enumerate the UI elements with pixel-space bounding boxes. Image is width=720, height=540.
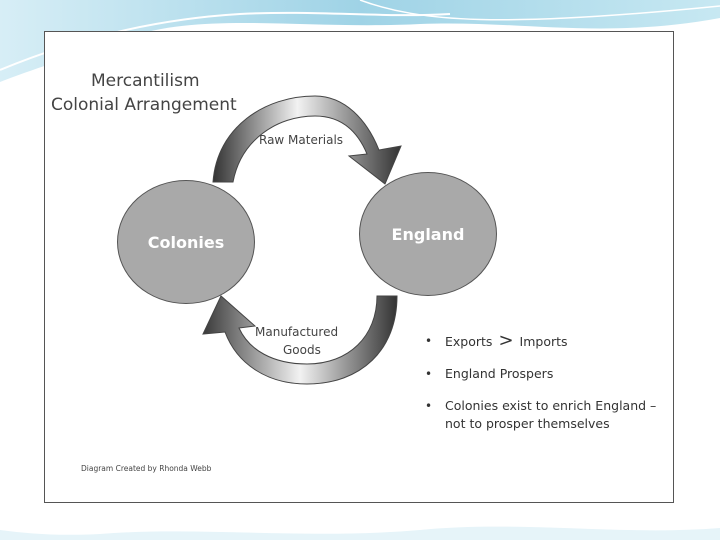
node-england-label: England <box>391 224 465 244</box>
diagram-credit: Diagram Created by Rhonda Webb <box>81 464 212 473</box>
node-england: England <box>359 172 497 296</box>
bullet-exports-imports: • Exports > Imports <box>423 332 663 351</box>
bullet-exports: Exports <box>445 334 493 349</box>
diagram-title-line2: Colonial Arrangement <box>51 95 237 115</box>
edge-label-raw-materials: Raw Materials <box>259 133 344 147</box>
bullet-list: • Exports > Imports • England Prospers • C… <box>423 332 663 447</box>
diagram-frame: Mercantilism Colonial Arrangement Raw Ma… <box>44 31 674 503</box>
node-colonies: Colonies <box>117 180 255 304</box>
bullet-imports: Imports <box>519 334 568 349</box>
bullet-icon: • <box>425 367 433 381</box>
node-colonies-label: Colonies <box>147 232 225 252</box>
bullet-colonies-exist: • Colonies exist to enrich England – not… <box>423 397 663 433</box>
bullet-england-prospers: • England Prospers <box>423 365 663 383</box>
bullet-icon: • <box>425 334 433 348</box>
bullet-icon: • <box>425 399 433 413</box>
greater-than-symbol: > <box>498 330 514 351</box>
arrow-raw-materials <box>212 95 402 185</box>
diagram-title-line1: Mercantilism <box>91 71 200 91</box>
bullet-colonies-line1: Colonies exist to enrich England – <box>445 398 657 413</box>
edge-label-manufactured: Manufactured <box>255 325 339 339</box>
bullet-england-prospers-text: England Prospers <box>445 366 554 381</box>
bullet-colonies-line2: not to prosper themselves <box>445 416 610 431</box>
arrow-manufactured-goods <box>202 295 398 385</box>
cycle-arrows <box>202 95 402 385</box>
edge-label-goods: Goods <box>283 343 321 357</box>
